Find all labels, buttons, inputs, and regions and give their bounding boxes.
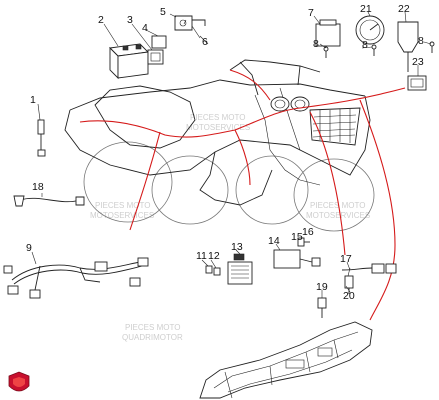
front-grille	[309, 107, 361, 146]
part-5-6-bracket	[169, 13, 206, 39]
atv-outline	[64, 59, 375, 232]
part-8-screw-b	[371, 44, 377, 56]
main-harness-wire	[79, 69, 406, 321]
part-9-harness	[3, 251, 149, 299]
callout-18: 18	[32, 181, 44, 193]
callout-9: 9	[26, 242, 32, 254]
callout-23: 23	[412, 56, 424, 68]
part-7-box	[313, 15, 341, 47]
watermark-middle: PIECES MOTO MOTOSERVICES	[90, 201, 154, 220]
part-23-relay	[407, 65, 427, 91]
svg-text:PIECES MOTO: PIECES MOTO	[95, 201, 150, 210]
callout-21: 21	[360, 3, 372, 15]
part-19-connector	[317, 297, 327, 318]
callout-14: 14	[268, 235, 280, 247]
part-18-sensor-cable	[13, 195, 85, 207]
part-1-sensor	[37, 103, 46, 157]
callout-8c: 8	[418, 35, 424, 47]
svg-text:PIECES MOTO: PIECES MOTO	[310, 201, 365, 210]
watermark-bottom: PIECES MOTO QUADRIMOTOR	[122, 323, 183, 342]
svg-text:MOTOSERVICES: MOTOSERVICES	[306, 211, 370, 220]
callout-17: 17	[340, 253, 352, 265]
part-15-16-connector	[297, 237, 310, 247]
svg-text:MOTOSERVICES: MOTOSERVICES	[186, 123, 250, 132]
bottom-tray	[199, 321, 373, 399]
part-8-screw-a	[323, 46, 329, 58]
callout-11: 11	[196, 250, 207, 262]
callout-8b: 8	[362, 39, 368, 51]
watermark-top: PIECES MOTO MOTOSERVICES	[186, 113, 250, 132]
part-3-relay	[131, 23, 164, 65]
callout-16: 16	[302, 226, 314, 238]
part-17-connector	[341, 263, 397, 277]
callout-20: 20	[343, 290, 355, 302]
callout-6: 6	[202, 36, 208, 48]
part-13-regulator	[227, 249, 253, 285]
leader-lines	[41, 19, 432, 298]
callout-labels: 1 2 3 4 5 6 7 8 8 8 9 11 12 13 14 15 16 …	[26, 3, 424, 302]
svg-text:MOTOSERVICES: MOTOSERVICES	[90, 211, 154, 220]
callout-4: 4	[142, 22, 148, 34]
svg-text:PIECES MOTO: PIECES MOTO	[190, 113, 245, 122]
callout-7: 7	[308, 7, 314, 19]
callout-13: 13	[231, 241, 243, 253]
part-21-gauge	[355, 11, 385, 45]
callout-22: 22	[398, 3, 410, 15]
callout-8a: 8	[313, 38, 319, 50]
callout-1: 1	[30, 94, 36, 106]
callout-15: 15	[291, 231, 303, 243]
shield-logo-icon	[8, 371, 30, 392]
watermark-right: PIECES MOTO MOTOSERVICES	[306, 201, 370, 220]
part-2-battery	[103, 23, 149, 80]
callout-2: 2	[98, 14, 104, 26]
part-4-relay	[145, 29, 167, 49]
svg-text:PIECES MOTO: PIECES MOTO	[125, 323, 180, 332]
part-11-12-bolts	[201, 259, 221, 276]
callout-5: 5	[160, 6, 166, 18]
part-14-cdi	[273, 243, 321, 269]
part-22-horn	[397, 11, 419, 72]
part-8-screw-c	[429, 41, 435, 53]
callout-3: 3	[127, 14, 133, 26]
callout-19: 19	[316, 281, 328, 293]
callout-12: 12	[208, 250, 220, 262]
svg-text:QUADRIMOTOR: QUADRIMOTOR	[122, 333, 183, 342]
headlight-left	[270, 96, 290, 112]
